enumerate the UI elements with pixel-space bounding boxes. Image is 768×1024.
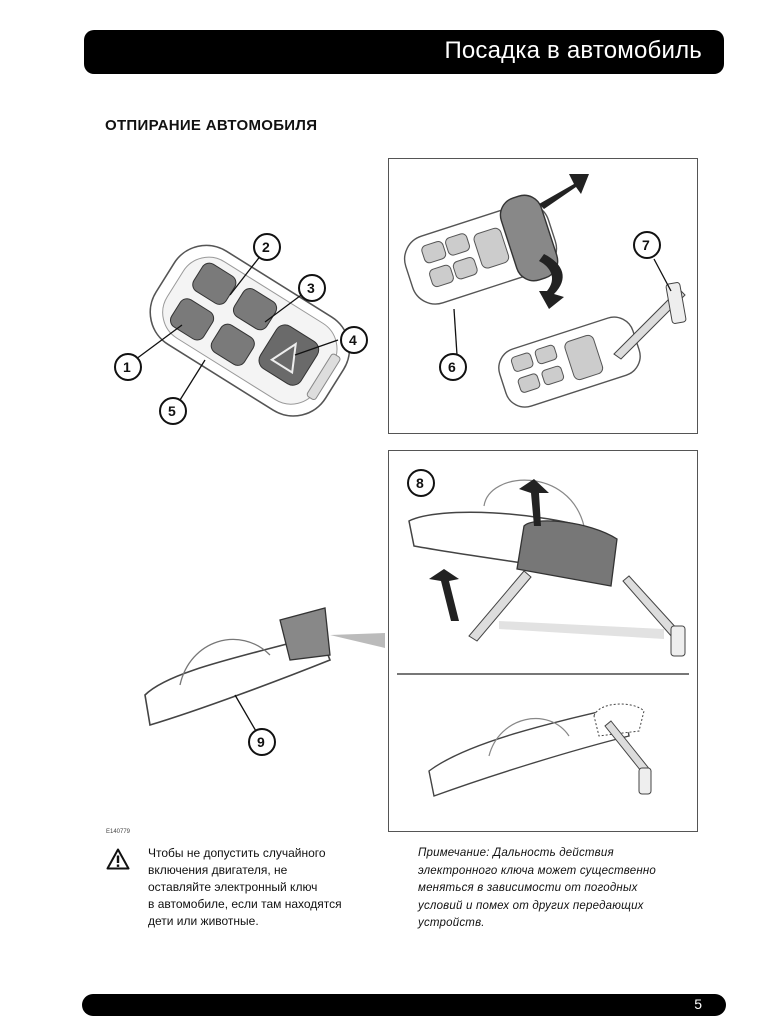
note-line: условий и помех от других передающих [418,899,644,912]
key-fob-illustration [149,244,351,417]
callout-2: 2 [253,233,281,261]
callout-9: 9 [248,728,276,756]
page-title: Посадка в автомобиль [444,37,702,64]
note-text: Примечание: Дальность действия электронн… [418,845,718,933]
svg-text:4: 4 [349,332,357,348]
warning-triangle-icon [106,848,130,870]
section-heading: ОТПИРАНИЕ АВТОМОБИЛЯ [105,117,318,134]
callout-8: 8 [407,469,435,497]
svg-text:1: 1 [123,359,131,375]
svg-text:9: 9 [257,734,265,750]
note-line: электронного ключа может существенно [418,864,656,877]
warning-line: дети или животные. [148,914,259,928]
callout-6: 6 [439,353,467,381]
figure-box-key-blade: 6 7 [388,158,698,434]
note-line: Примечание: Дальность действия [418,847,614,859]
figure-divider [397,673,689,675]
handle-open-illustration [428,703,652,797]
warning-line: оставляйте электронный ключ [148,880,318,894]
svg-text:6: 6 [448,359,456,375]
note-line: меняться в зависимости от погодных [418,882,638,894]
svg-text:3: 3 [307,280,315,296]
callout-4: 4 [340,326,368,354]
footer-bar: 5 [82,994,726,1016]
figure-box-door-handle: 8 [388,450,698,832]
key-blade-illustration: 6 7 [403,174,687,408]
svg-text:2: 2 [262,239,270,255]
warning-line: Чтобы не допустить случайного [148,846,326,860]
note-line: устройств. [418,917,485,929]
warning-line: включения двигателя, не [148,863,288,877]
svg-text:8: 8 [416,475,424,491]
header-bar: Посадка в автомобиль [84,30,724,74]
door-handle-illustration: 9 [144,607,385,756]
key-fob-callouts: 1 2 3 4 5 [114,233,368,425]
warning-text: Чтобы не допустить случайного включения … [148,845,398,930]
svg-text:5: 5 [168,403,176,419]
svg-text:7: 7 [642,237,650,253]
figure-code: E140779 [106,829,131,835]
handle-cap-illustration: 8 [407,469,686,657]
callout-1: 1 [114,353,142,381]
callout-3: 3 [298,274,326,302]
warning-line: в автомобиле, если там находятся [148,897,342,911]
callout-5: 5 [159,397,187,425]
callout-7: 7 [633,231,661,259]
page-number: 5 [694,996,702,1012]
